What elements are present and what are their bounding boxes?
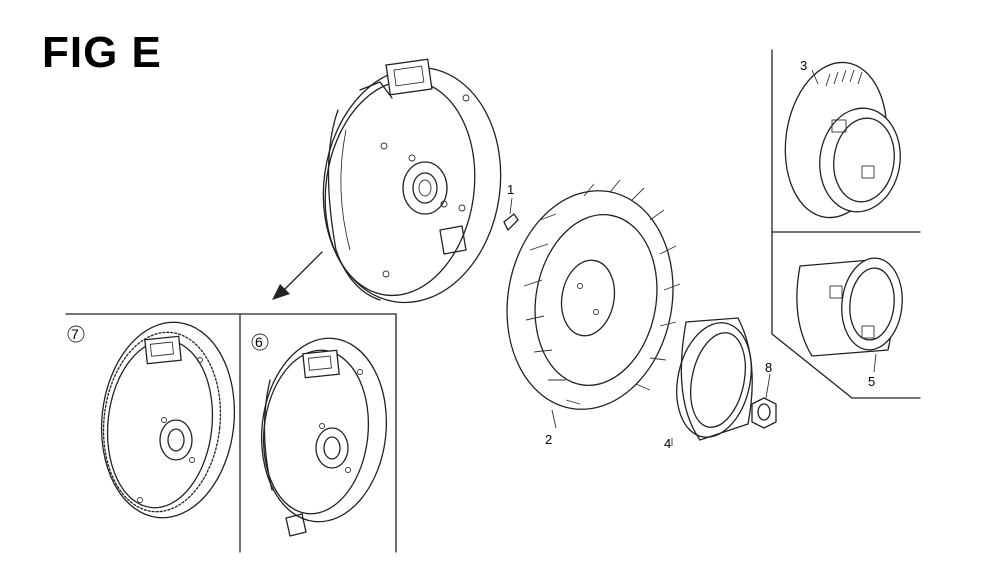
callout-4: 4	[664, 436, 671, 451]
woodruff-key-part-1	[503, 197, 519, 232]
callout-8: 8	[765, 360, 772, 375]
direction-arrow	[272, 251, 323, 300]
variant-panels	[65, 313, 397, 553]
callout-7: 7	[71, 326, 79, 342]
callout-1: 1	[507, 182, 514, 197]
callout-6: 6	[255, 334, 263, 350]
callout-6-circle	[251, 333, 269, 351]
recoil-panel	[771, 49, 921, 399]
starter-pulley-part-3	[784, 61, 901, 219]
callout-5: 5	[868, 374, 875, 389]
flywheel-housing-part-6	[260, 337, 388, 537]
callout-7-circle	[67, 325, 85, 343]
starter-drum-part-5	[796, 257, 903, 373]
flywheel-housing-main	[322, 58, 502, 304]
callout-2: 2	[545, 432, 552, 447]
callout-3: 3	[800, 58, 807, 73]
starter-cup-part-4	[671, 317, 753, 446]
cooling-fan-part-2	[506, 179, 681, 429]
figure-title: FIG E	[42, 28, 162, 77]
flywheel-nut-part-8	[751, 373, 777, 429]
flywheel-housing-part-7	[100, 321, 236, 519]
